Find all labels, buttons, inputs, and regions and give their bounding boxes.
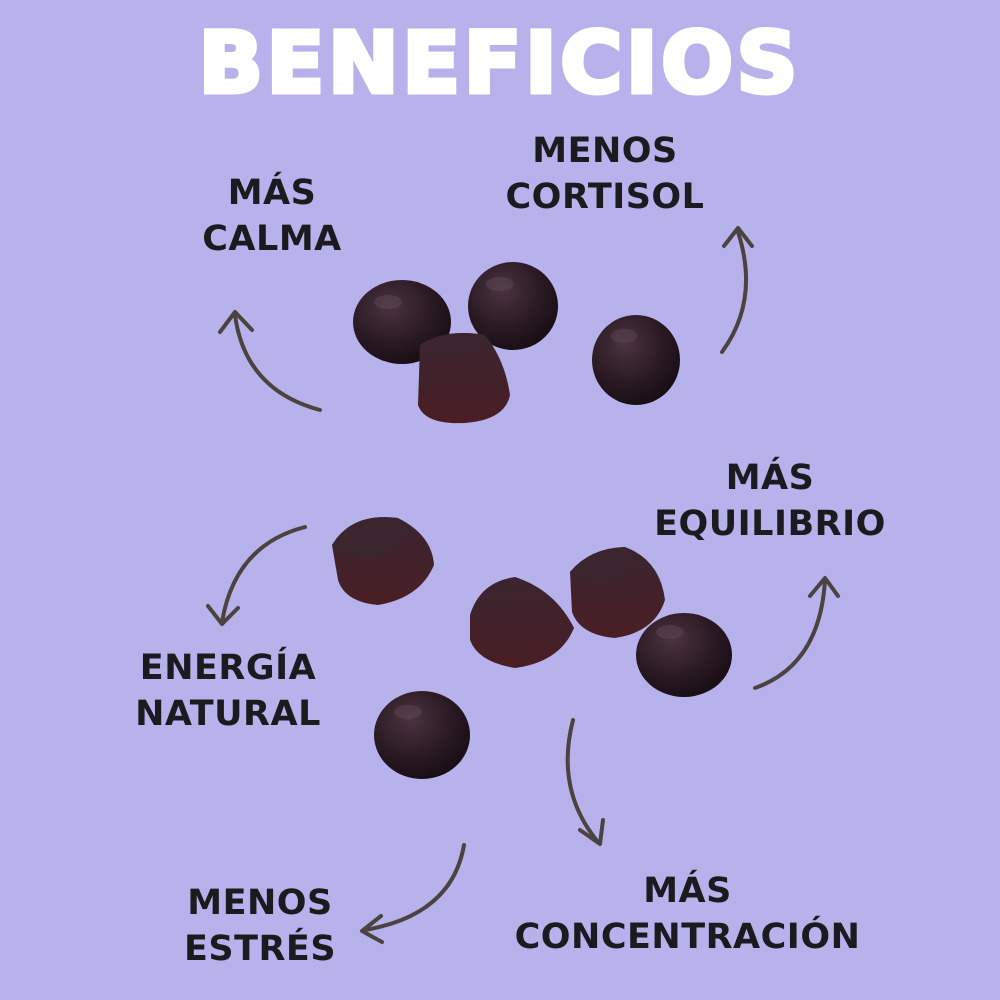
- benefit-energia-natural: ENERGÍA NATURAL: [118, 645, 338, 737]
- arrow-to-menos-cortisol: [720, 226, 754, 354]
- arrow-to-menos-estres: [360, 843, 466, 944]
- arrow-to-mas-concentracion: [565, 718, 605, 846]
- gummy-5: [332, 517, 434, 605]
- gummy-2: [468, 262, 558, 350]
- benefit-line: MÁS: [227, 173, 317, 213]
- benefit-line: MÁS: [725, 458, 815, 498]
- gummy-6: [470, 577, 574, 668]
- gummy-4: [592, 315, 680, 405]
- benefit-line: MENOS: [532, 131, 678, 171]
- benefit-mas-concentracion: MÁS CONCENTRACIÓN: [510, 868, 865, 960]
- arrow-to-energia-natural: [206, 525, 307, 626]
- benefit-line: CALMA: [202, 219, 342, 259]
- gummy-7: [570, 547, 665, 638]
- benefit-menos-cortisol: MENOS CORTISOL: [485, 128, 725, 220]
- gummy-8: [636, 613, 732, 697]
- page-title: BENEFICIOS: [196, 12, 802, 115]
- benefit-line: ESTRÉS: [183, 929, 337, 969]
- gummy-3: [418, 332, 510, 424]
- benefit-menos-estres: MENOS ESTRÉS: [160, 880, 360, 972]
- benefit-line: CORTISOL: [505, 177, 705, 217]
- benefit-line: EQUILIBRIO: [654, 504, 886, 544]
- benefit-mas-calma: MÁS CALMA: [172, 170, 372, 262]
- benefit-line: MÁS: [643, 871, 732, 911]
- arrow-to-mas-equilibrio: [753, 576, 840, 690]
- arrow-to-mas-calma: [218, 310, 322, 412]
- benefit-line: ENERGÍA: [139, 648, 317, 688]
- gummy-9: [374, 691, 470, 779]
- benefit-mas-equilibrio: MÁS EQUILIBRIO: [650, 455, 890, 547]
- benefit-line: NATURAL: [135, 694, 321, 734]
- benefit-line: MENOS: [187, 883, 333, 923]
- benefit-line: CONCENTRACIÓN: [514, 917, 861, 957]
